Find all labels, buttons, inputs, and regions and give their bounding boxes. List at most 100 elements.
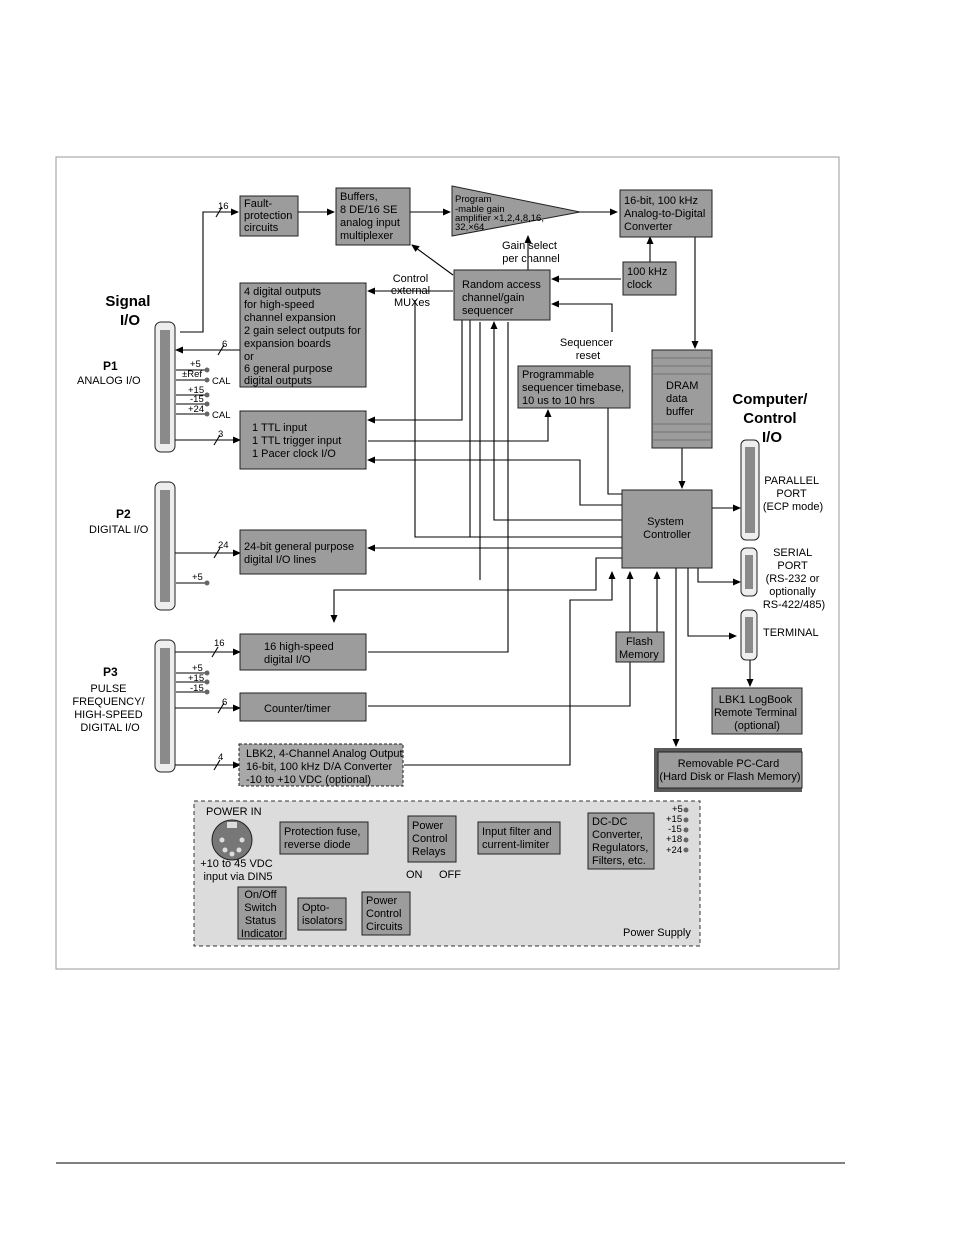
bus-width-ticks: 16 6 3 24 16 6 4 [211, 201, 229, 771]
fault-protection-block [239, 195, 299, 237]
power-control-circuits-label: Power Control Circuits [366, 895, 405, 933]
lbk1-block [711, 687, 803, 735]
control-mux-label: Control external MUXes [391, 273, 433, 309]
buffers-multiplexer-label: Buffers, 8 DE/16 SE analog input multipl… [340, 191, 403, 242]
ttl-io-block [239, 410, 367, 470]
bus-width-p1-dout: 6 [222, 339, 227, 350]
p2-name: P2 [116, 507, 131, 521]
p3-pin-minus15: -15 [190, 683, 204, 694]
programmable-gain-amplifier [451, 185, 581, 237]
parallel-port-connector [740, 439, 760, 541]
p1-desc: ANALOG I/O [77, 375, 141, 387]
system-controller-label: System Controller [643, 516, 691, 541]
p1-pin-plus24: +24 [188, 404, 204, 415]
p1-pin-minus15: -15 [190, 394, 204, 405]
dcdc-out-plus15: +15 [666, 814, 682, 825]
hs-dio-label: 16 high-speed digital I/O [264, 641, 337, 666]
dcdc-outputs: +5 +15 -15 +18 +24 [666, 804, 689, 856]
relay-off-label: OFF [439, 869, 461, 881]
diagram-frame [55, 156, 840, 970]
relays-label: Power Control Relays [412, 820, 451, 858]
adc-label: 16-bit, 100 kHz Analog-to-Digital Conver… [624, 195, 708, 233]
p1-pin-plus15: +15 [188, 385, 204, 396]
dcdc-block [587, 812, 655, 870]
clock-block [622, 261, 677, 296]
p2-pin-plus5: +5 [192, 572, 203, 583]
p1-pin-plus5: +5 [190, 359, 201, 370]
sequencer-reset-label: Sequencer reset [560, 337, 616, 362]
system-controller-block [621, 489, 713, 569]
din5-icon [211, 819, 253, 861]
sequencer-label: Random access channel/gain sequencer [462, 279, 544, 317]
pc-card-block [657, 751, 803, 789]
dcdc-label: DC-DC Converter, Regulators, Filters, et… [592, 816, 651, 867]
computer-io-heading: Computer/ Control I/O [732, 391, 811, 446]
pc-card-label: Removable PC-Card (Hard Disk or Flash Me… [659, 758, 800, 783]
dcdc-out-plus18: +18 [666, 834, 682, 845]
power-control-circuits-block [361, 891, 411, 936]
protection-label: Protection fuse, reverse diode [284, 826, 364, 851]
input-filter-label: Input filter and current-limiter [482, 826, 555, 851]
bus-width-p3-hs: 16 [214, 638, 225, 649]
terminal-connector [740, 609, 758, 661]
p3-desc: PULSE FREQUENCY/ HIGH-SPEED DIGITAL I/O [72, 683, 147, 734]
onoff-switch-block [237, 886, 287, 940]
sequencer-block [453, 269, 551, 321]
adc-block [619, 189, 713, 238]
p3-pin-plus15: +15 [188, 673, 204, 684]
hs-dio-block [239, 633, 367, 671]
relay-on-label: ON [406, 869, 423, 881]
bus-width-p2: 24 [218, 540, 229, 551]
power-in-label: POWER IN [206, 806, 262, 818]
p2-pins: +5 [176, 572, 210, 586]
timebase-block [517, 365, 631, 409]
fault-protection-label: Fault- protection circuits [244, 198, 295, 234]
ttl-io-label: 1 TTL input 1 TTL trigger input 1 Pacer … [252, 422, 344, 460]
p3-name: P3 [103, 665, 118, 679]
p2-connector [154, 481, 176, 611]
p1-name: P1 [103, 359, 118, 373]
parallel-port-label: PARALLEL PORT (ECP mode) [763, 475, 823, 513]
serial-port-connector [740, 547, 758, 597]
power-in-desc: +10 to 45 VDC input via DIN5 [200, 858, 276, 883]
p3-pin-plus5: +5 [192, 663, 203, 674]
flash-memory-label: Flash Memory [619, 636, 659, 661]
dcdc-out-plus5: +5 [672, 804, 683, 815]
buffers-multiplexer-block [335, 187, 411, 246]
p1-pin-ref: ±Ref [182, 369, 202, 380]
dcdc-out-plus24: +24 [666, 845, 682, 856]
p1-pin-cal1: CAL [212, 376, 230, 387]
onoff-switch-label: On/Off Switch Status Indicator [241, 889, 284, 940]
p3-pins: +5 +15 -15 [176, 663, 210, 695]
bus-width-fault: 16 [218, 201, 229, 212]
p1-connector [154, 321, 176, 453]
dcdc-out-minus15: -15 [668, 824, 682, 835]
dram-label: DRAM data buffer [666, 380, 701, 418]
lbk2-label: LBK2, 4-Channel Analog Output 16-bit, 10… [246, 748, 406, 786]
gain-select-label: Gain select per channel [502, 240, 560, 265]
flash-memory-block [615, 631, 665, 663]
p3-connector [154, 639, 176, 773]
power-supply-label: Power Supply [623, 927, 691, 939]
digital-outputs-block [239, 282, 367, 388]
counter-timer-label: Counter/timer [264, 703, 331, 715]
bus-width-p1-ttl: 3 [218, 429, 223, 440]
terminal-label: TERMINAL [763, 627, 819, 639]
lbk1-label: LBK1 LogBook Remote Terminal (optional) [714, 694, 800, 732]
input-filter-block [477, 821, 561, 855]
p1-pin-cal2: CAL [212, 410, 230, 421]
protection-block [279, 821, 369, 855]
bus-width-p3-lbk2: 4 [218, 752, 223, 763]
serial-port-label: SERIAL PORT (RS-232 or optionally RS-422… [763, 547, 825, 611]
bus-width-p3-ct: 6 [222, 697, 227, 708]
timebase-label: Programmable sequencer timebase, 10 us t… [522, 369, 627, 407]
pga-label: Program -mable gain amplifier ×1,2,4,8,1… [455, 194, 547, 233]
p1-pins: +5 ±Ref CAL +15 -15 +24 CAL [176, 359, 230, 421]
opto-block [297, 897, 347, 931]
dio24-label: 24-bit general purpose digital I/O lines [244, 541, 357, 566]
opto-label: Opto- isolators [302, 902, 343, 927]
clock-label: 100 kHz clock [627, 266, 670, 291]
p2-desc: DIGITAL I/O [89, 524, 149, 536]
dio24-block [239, 529, 367, 575]
